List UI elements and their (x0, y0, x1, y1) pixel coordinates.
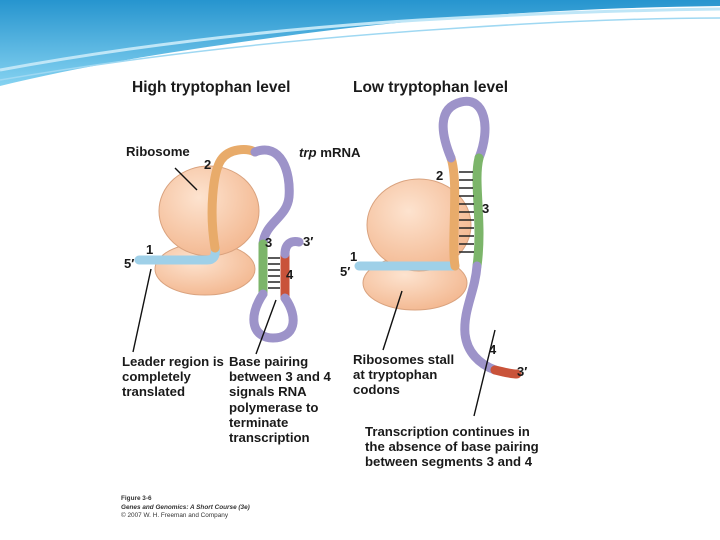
right-num-2: 2 (436, 168, 444, 183)
left-num-4: 4 (286, 267, 294, 282)
left-num-3: 3 (265, 235, 273, 250)
left-base-pairs (268, 257, 280, 289)
left-loop-upper (250, 145, 294, 249)
left-segment-2 (207, 145, 260, 253)
heading-low-tryptophan: Low tryptophan level (353, 79, 509, 96)
left-five-prime: 5′ (124, 256, 135, 271)
right-segment-3 (472, 153, 484, 271)
callout-base-pairing-3-4: Base pairing between 3 and 4 signals RNA… (229, 354, 331, 445)
callout-transcription-continues: Transcription continues in the absence o… (365, 424, 539, 470)
label-trp: trp (299, 145, 317, 160)
right-num-3: 3 (482, 201, 490, 216)
right-tail (460, 261, 500, 375)
pointer-lines (132, 167, 496, 417)
left-ribosome (154, 165, 260, 296)
right-base-pairs (459, 171, 474, 253)
figure-panel: High tryptophan level Low tryptophan lev… (113, 72, 549, 528)
right-num-4: 4 (489, 342, 497, 357)
copyright: © 2007 W. H. Freeman and Company (121, 512, 229, 520)
figure-number: Figure 3-6 (121, 495, 152, 502)
right-segment-4 (490, 365, 522, 379)
right-top-loop (438, 96, 490, 163)
callout-leader-translated: Leader region is completely translated (122, 354, 224, 400)
right-num-1: 1 (350, 249, 358, 264)
book-title: Genes and Genomics: A Short Course (3e) (121, 503, 250, 511)
label-mrna: mRNA (316, 145, 361, 160)
left-terminator-loop (249, 289, 298, 343)
left-num-1: 1 (146, 242, 154, 257)
right-segment-2 (446, 153, 460, 271)
right-five-prime: 5′ (340, 264, 351, 279)
left-num-2: 2 (204, 157, 212, 172)
label-ribosome: Ribosome (126, 144, 190, 159)
attenuation-diagram (132, 96, 522, 417)
figure-caption: Figure 3-6 Genes and Genomics: A Short C… (121, 495, 250, 521)
right-three-prime: 3′ (517, 364, 528, 379)
left-three-prime-tail (280, 237, 304, 259)
left-three-prime: 3′ (303, 234, 314, 249)
header-wave (0, 0, 720, 86)
label-trp-mrna: trp mRNA (299, 145, 361, 160)
callout-ribosomes-stall: Ribosomes stall at tryptophan codons (353, 352, 455, 398)
heading-high-tryptophan: High tryptophan level (132, 79, 291, 96)
